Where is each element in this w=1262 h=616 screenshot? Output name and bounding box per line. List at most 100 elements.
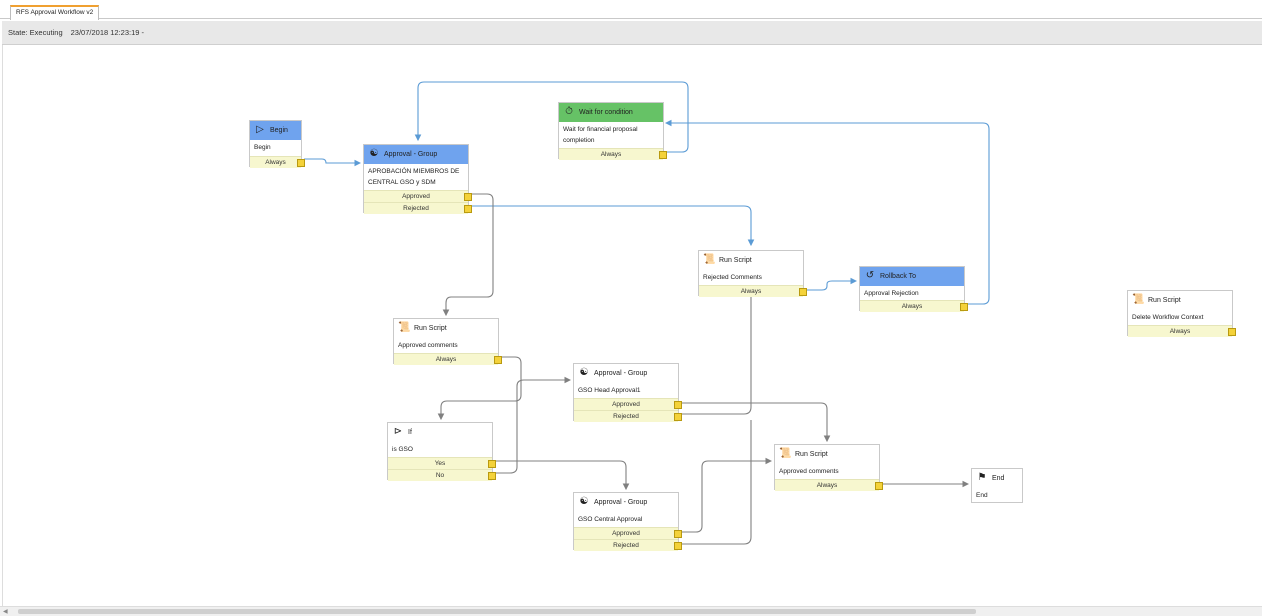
output-label: No xyxy=(435,472,445,479)
script-icon: 📜 xyxy=(779,448,792,459)
node-title: If xyxy=(408,429,412,436)
scroll-left-icon[interactable]: ◀ xyxy=(3,609,8,615)
tab-workflow[interactable]: RFS Approval Workflow v2 xyxy=(10,5,100,20)
node-run-script-approved-1[interactable]: 📜Run Script Approved comments Always xyxy=(393,318,502,365)
group-icon: ☯ xyxy=(579,496,589,507)
output-always[interactable]: Always xyxy=(250,156,305,168)
rollback-icon: ↺ xyxy=(865,270,875,281)
node-text: GSO Central Approval xyxy=(578,516,643,523)
node-run-script-header: 📜Run Script xyxy=(1128,291,1232,310)
output-always[interactable]: Always xyxy=(394,353,502,365)
node-title: Run Script xyxy=(1148,297,1181,304)
output-always[interactable]: Always xyxy=(559,148,667,160)
node-end-header: ⚑ End xyxy=(972,469,1022,488)
output-label: Rejected xyxy=(403,205,429,212)
node-title: Run Script xyxy=(795,451,828,458)
node-begin-title: Begin xyxy=(270,127,288,134)
node-run-script-rejected[interactable]: 📜Run Script Rejected Comments Always xyxy=(698,250,807,297)
output-port[interactable] xyxy=(494,356,502,364)
output-label: Rejected xyxy=(613,413,639,420)
workflow-canvas[interactable] xyxy=(2,45,1262,607)
node-title: Rollback To xyxy=(880,273,917,280)
output-label: Always xyxy=(600,151,622,158)
output-port[interactable] xyxy=(674,401,682,409)
output-port[interactable] xyxy=(674,542,682,550)
node-text: GSO Head Approval1 xyxy=(578,387,641,394)
node-title: Run Script xyxy=(719,257,752,264)
node-run-script-approved-2[interactable]: 📜Run Script Approved comments Always xyxy=(774,444,883,491)
state-text: State: Executing 23/07/2018 12:23:19 - xyxy=(8,28,144,37)
state-timestamp: 23/07/2018 12:23:19 - xyxy=(70,28,145,37)
script-icon: 📜 xyxy=(398,322,411,333)
output-rejected[interactable]: Rejected xyxy=(364,202,472,214)
scrollbar-thumb[interactable] xyxy=(18,609,976,614)
output-label: Approved xyxy=(612,530,640,537)
node-title: Approval - Group xyxy=(594,499,648,506)
group-icon: ☯ xyxy=(369,148,379,159)
output-approved[interactable]: Approved xyxy=(364,190,472,202)
node-wait-header: ⏱Wait for condition xyxy=(559,103,663,122)
node-rollback-to[interactable]: ↺ Rollback To Approval Rejection Always xyxy=(859,266,968,312)
node-end[interactable]: ⚑ End End xyxy=(971,468,1023,503)
output-port[interactable] xyxy=(488,472,496,480)
output-label: Always xyxy=(1169,328,1191,335)
output-label: Always xyxy=(901,303,923,310)
play-icon: ▷ xyxy=(256,124,264,135)
output-rejected[interactable]: Rejected xyxy=(574,539,682,551)
node-begin-header: ▷ Begin xyxy=(250,121,301,140)
node-title: Approval - Group xyxy=(594,370,648,377)
output-port[interactable] xyxy=(799,288,807,296)
output-label: Always xyxy=(740,288,762,295)
output-no[interactable]: No xyxy=(388,469,496,481)
node-text: Approved comments xyxy=(779,468,839,475)
node-title: Run Script xyxy=(414,325,447,332)
node-run-script-delete[interactable]: 📜Run Script Delete Workflow Context Alwa… xyxy=(1127,290,1236,337)
output-always[interactable]: Always xyxy=(860,300,968,312)
timer-icon: ⏱ xyxy=(565,106,573,117)
output-approved[interactable]: Approved xyxy=(574,398,682,410)
tab-bar: RFS Approval Workflow v2 xyxy=(0,0,1262,20)
output-port[interactable] xyxy=(1228,328,1236,336)
node-text: Delete Workflow Context xyxy=(1132,314,1204,321)
output-always[interactable]: Always xyxy=(1128,325,1236,337)
output-label: Rejected xyxy=(613,542,639,549)
node-text: APROBACIÓN MIEMBROS DE CENTRAL GSO y SDM xyxy=(368,168,460,186)
node-begin[interactable]: ▷ Begin Begin Always xyxy=(249,120,305,168)
output-port[interactable] xyxy=(464,205,472,213)
output-port[interactable] xyxy=(464,193,472,201)
output-always[interactable]: Always xyxy=(699,285,807,297)
node-text: Approval Rejection xyxy=(864,290,919,297)
node-approval-group-1[interactable]: ☯Approval - Group APROBACIÓN MIEMBROS DE… xyxy=(363,144,472,214)
output-port[interactable] xyxy=(674,413,682,421)
output-rejected[interactable]: Rejected xyxy=(574,410,682,422)
output-always[interactable]: Always xyxy=(775,479,883,491)
output-label: Always xyxy=(435,356,457,363)
node-approval-header: ☯ Approval - Group xyxy=(574,493,678,512)
output-yes[interactable]: Yes xyxy=(388,457,496,469)
node-approval-group-head[interactable]: ☯Approval - Group GSO Head Approval1 App… xyxy=(573,363,682,422)
output-label: Yes xyxy=(434,460,446,467)
output-label: Approved xyxy=(402,193,430,200)
output-label: Always xyxy=(265,159,286,166)
node-text: is GSO xyxy=(392,446,413,453)
node-if-header: ⊳If xyxy=(388,423,492,442)
node-text: End xyxy=(976,492,988,499)
output-port[interactable] xyxy=(297,159,305,167)
checkered-flag-icon: ⚑ xyxy=(977,472,987,483)
state-label: State: Executing xyxy=(8,28,63,37)
horizontal-scrollbar[interactable]: ◀ xyxy=(0,606,1262,616)
node-run-script-header: 📜Run Script xyxy=(699,251,803,270)
output-port[interactable] xyxy=(674,530,682,538)
node-title: End xyxy=(992,475,1005,482)
node-rollback-header: ↺ Rollback To xyxy=(860,267,964,286)
output-port[interactable] xyxy=(875,482,883,490)
node-wait-for-condition[interactable]: ⏱Wait for condition Wait for financial p… xyxy=(558,102,667,160)
node-approval-group-central[interactable]: ☯ Approval - Group GSO Central Approval A… xyxy=(573,492,682,551)
output-port[interactable] xyxy=(659,151,667,159)
output-port[interactable] xyxy=(960,303,968,311)
node-text: Rejected Comments xyxy=(703,274,762,281)
node-text: Approved comments xyxy=(398,342,458,349)
node-if[interactable]: ⊳If is GSO Yes No xyxy=(387,422,496,481)
output-port[interactable] xyxy=(488,460,496,468)
output-approved[interactable]: Approved xyxy=(574,527,682,539)
